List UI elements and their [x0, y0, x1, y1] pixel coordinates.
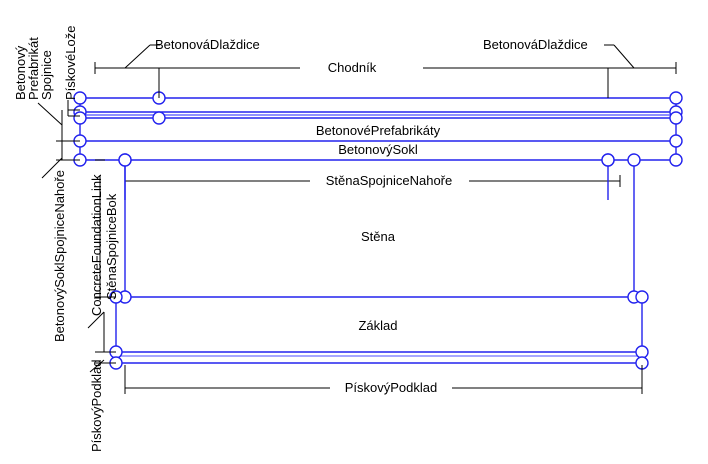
node-point[interactable] — [627, 153, 641, 167]
label-betonovy-sokl: BetonovýSokl — [335, 143, 421, 157]
leader-betonovy-sokl-spojnice-nahore — [41, 157, 63, 179]
label-piskove-loze: PískovéLože — [63, 25, 78, 100]
annotation-group — [37, 44, 677, 394]
leader-concrete-foundation-link — [87, 311, 105, 329]
label-betonovy-sokl-spojnice-nahore: BetonovýSoklSpojniceNahoře — [52, 170, 67, 342]
label-stena-spojnice-nahore: StěnaSpojniceNahoře — [322, 174, 456, 188]
label-stena-spojnice-bok: StěnaSpojniceBok — [104, 193, 119, 300]
node-point[interactable] — [669, 134, 683, 148]
node-point[interactable] — [601, 153, 615, 167]
label-piskovy-podklad: PískovýPodklad — [341, 381, 441, 395]
label-betonova-dlazdice-left: BetonováDlaždice — [155, 37, 260, 52]
label-betonova-dlazdice-right: BetonováDlaždice — [483, 37, 588, 52]
leader-piskovy-podklad-vert — [89, 359, 105, 373]
leader-betonova-dlazdice-left-diag — [124, 44, 151, 69]
node-point[interactable] — [669, 111, 683, 125]
node-point[interactable] — [669, 91, 683, 105]
node-point[interactable] — [635, 345, 649, 359]
connection-nodes-group — [73, 91, 683, 370]
node-point[interactable] — [73, 111, 87, 125]
node-point[interactable] — [635, 290, 649, 304]
label-betonovy-prefabrikat-spojnice-line3: Spojnice — [39, 50, 54, 100]
leader-betonovy-prefabrikat-spojnice — [37, 102, 63, 126]
node-point[interactable] — [669, 153, 683, 167]
plinth-riser-nodes — [118, 153, 615, 167]
leader-betonova-dlazdice-right-diag — [613, 44, 635, 69]
label-piskovy-podklad-vertical: PískovýPodklad — [89, 359, 104, 453]
label-betonove-prefabrikaty: BetonovéPrefabrikáty — [312, 124, 444, 138]
label-concrete-foundation-link: ConcreteFoundationLink — [89, 174, 104, 316]
geometry-group — [79, 92, 677, 364]
label-stena: Stěna — [361, 229, 395, 244]
node-point[interactable] — [73, 91, 87, 105]
label-chodnik: Chodník — [324, 61, 380, 75]
node-point[interactable] — [118, 153, 132, 167]
node-point[interactable] — [152, 111, 166, 125]
label-zaklad: Základ — [358, 318, 398, 333]
